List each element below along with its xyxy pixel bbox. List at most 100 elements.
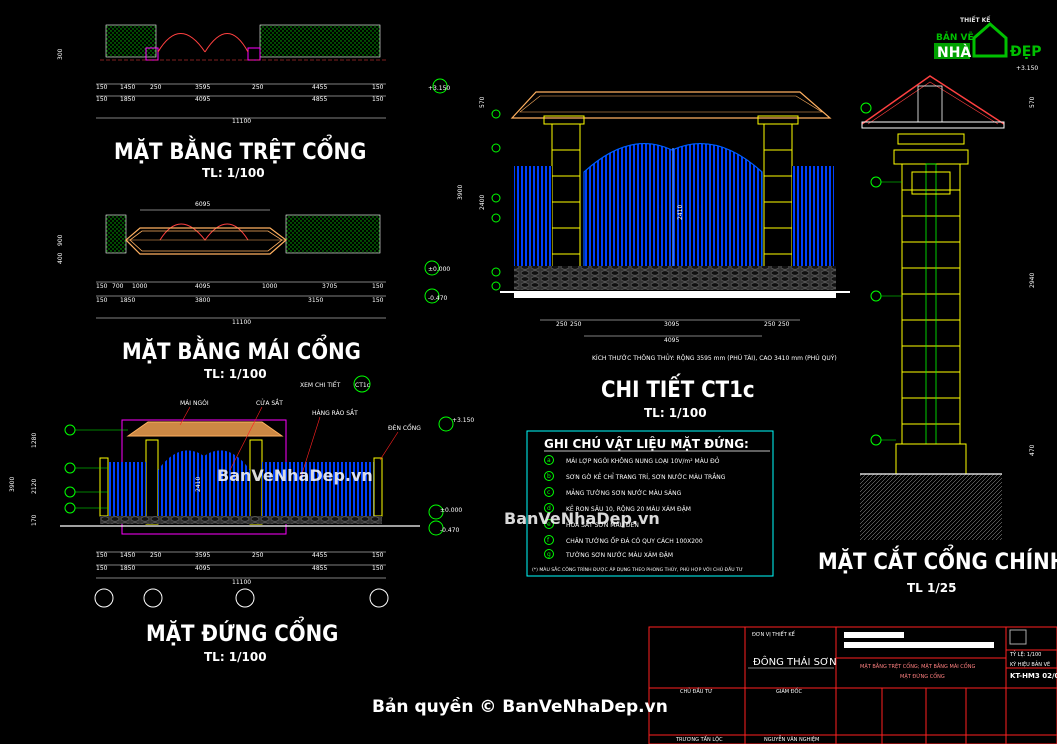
svg-text:c: c	[547, 489, 550, 496]
svg-text:+3.150: +3.150	[1016, 65, 1038, 72]
svg-text:GIÁM ĐỐC: GIÁM ĐỐC	[776, 687, 802, 695]
svg-text:150: 150	[372, 283, 384, 290]
svg-text:NGUYỄN VĂN NGHIỆM: NGUYỄN VĂN NGHIỆM	[764, 735, 819, 743]
svg-text:±0.000: ±0.000	[440, 507, 462, 514]
svg-text:3900: 3900	[9, 477, 16, 492]
svg-text:TƯỜNG SƠN NƯỚC MÀU XÁM ĐẬM: TƯỜNG SƠN NƯỚC MÀU XÁM ĐẬM	[565, 552, 673, 559]
svg-text:250: 250	[150, 84, 162, 91]
svg-text:GHI CHÚ VẬT LIỆU MẶT ĐỨNG:: GHI CHÚ VẬT LIỆU MẶT ĐỨNG:	[544, 436, 749, 451]
svg-text:+3.150: +3.150	[452, 417, 474, 424]
brand-logo: THIẾT KẾ BẢN VẼ NHÀ ĐẸP	[934, 16, 1042, 61]
svg-text:f: f	[547, 537, 550, 544]
svg-text:NHÀ: NHÀ	[937, 44, 971, 61]
svg-text:-0.470: -0.470	[440, 527, 460, 534]
svg-text:150: 150	[372, 297, 384, 304]
section-bubbles	[860, 102, 902, 446]
svg-text:a: a	[547, 457, 551, 464]
svg-text:250: 250	[150, 552, 162, 559]
svg-text:d: d	[547, 505, 551, 512]
front-elevation: 2410 150 1450 250 3595 250 4455 150 150 …	[9, 375, 474, 664]
gate-section: 570 2940 470 +3.150 MẶT CẮT CỔNG CHÍNH T…	[818, 65, 1057, 595]
svg-text:CHÂN TƯỜNG ỐP ĐÁ CÓ QUY CÁCH 1: CHÂN TƯỜNG ỐP ĐÁ CÓ QUY CÁCH 100X200	[566, 537, 703, 545]
svg-text:11100: 11100	[232, 319, 251, 326]
elevation-title: MẶT ĐỨNG CỔNG	[146, 617, 338, 647]
svg-text:THIẾT KẾ: THIẾT KẾ	[960, 16, 991, 24]
svg-text:1850: 1850	[120, 297, 135, 304]
svg-text:KÍCH THƯỚC THÔNG THỦY: RỘNG 35: KÍCH THƯỚC THÔNG THỦY: RỘNG 3595 mm (PHÚ…	[592, 354, 837, 362]
svg-text:900: 900	[57, 234, 64, 246]
svg-text:MẢNG TƯỜNG SƠN NƯỚC MÀU SÁNG: MẢNG TƯỜNG SƠN NƯỚC MÀU SÁNG	[566, 489, 682, 497]
plan-roof-scale: TL: 1/100	[204, 367, 267, 381]
svg-text:3705: 3705	[322, 283, 337, 290]
svg-text:(*) MÀU SẮC CÔNG TRÌNH ĐƯỢC ÁP: (*) MÀU SẮC CÔNG TRÌNH ĐƯỢC ÁP DỤNG THEO…	[532, 565, 743, 573]
svg-text:11100: 11100	[232, 118, 251, 125]
svg-text:4095: 4095	[195, 96, 210, 103]
svg-text:470: 470	[1029, 444, 1036, 456]
svg-text:b: b	[547, 473, 551, 480]
svg-text:150: 150	[372, 84, 384, 91]
svg-text:1000: 1000	[262, 283, 277, 290]
svg-text:4455: 4455	[312, 552, 327, 559]
svg-text:KT-HM3 02/03: KT-HM3 02/03	[1010, 672, 1057, 680]
svg-text:2410: 2410	[195, 477, 202, 492]
svg-text:150: 150	[96, 84, 108, 91]
svg-text:250: 250	[570, 321, 582, 328]
svg-text:3595: 3595	[195, 84, 210, 91]
svg-text:150: 150	[96, 565, 108, 572]
svg-text:HOA SẮT SƠN MÀU ĐEN: HOA SẮT SƠN MÀU ĐEN	[566, 521, 639, 529]
svg-text:700: 700	[112, 283, 124, 290]
svg-text:1450: 1450	[120, 84, 135, 91]
svg-text:3800: 3800	[195, 297, 210, 304]
svg-text:250: 250	[556, 321, 568, 328]
svg-text:SƠN GỜ KẺ CHỈ TRANG TRÍ, SƠN N: SƠN GỜ KẺ CHỈ TRANG TRÍ, SƠN NƯỚC MÀU TR…	[566, 473, 726, 481]
svg-text:4455: 4455	[312, 84, 327, 91]
svg-text:ĐẸP: ĐẸP	[1010, 44, 1042, 60]
svg-text:3150: 3150	[308, 297, 323, 304]
svg-text:1850: 1850	[120, 565, 135, 572]
copyright-watermark: Bản quyền © BanVeNhaDep.vn	[372, 696, 668, 717]
svg-text:±0.000: ±0.000	[428, 266, 450, 273]
title-block: ĐƠN VỊ THIẾT KẾ ĐÔNG THÁI SƠN MẶT BẰNG T…	[648, 626, 1057, 744]
svg-text:3900: 3900	[457, 185, 464, 200]
svg-text:TỶ LỆ: 1/100: TỶ LỆ: 1/100	[1009, 650, 1041, 658]
svg-text:150: 150	[96, 283, 108, 290]
svg-text:HÀNG RÀO SẮT: HÀNG RÀO SẮT	[312, 409, 358, 417]
svg-text:ĐÈN CỔNG: ĐÈN CỔNG	[388, 424, 421, 432]
svg-text:2400: 2400	[479, 195, 486, 210]
section-title: MẶT CẮT CỔNG CHÍNH	[818, 545, 1057, 575]
material-legend: GHI CHÚ VẬT LIỆU MẶT ĐỨNG: a MÁI LỢP NGÓ…	[526, 430, 774, 577]
watermark-elevation: BanVeNhaDep.vn	[217, 466, 373, 485]
svg-text:250: 250	[778, 321, 790, 328]
svg-text:570: 570	[479, 96, 486, 108]
svg-text:2940: 2940	[1029, 273, 1036, 288]
svg-text:400: 400	[57, 252, 64, 264]
svg-text:-0.470: -0.470	[428, 295, 448, 302]
svg-text:250: 250	[252, 84, 264, 91]
svg-text:1280: 1280	[31, 433, 38, 448]
svg-text:4095: 4095	[195, 283, 210, 290]
ground-plan: 150 1450 250 3595 250 4455 150 150 1850 …	[57, 24, 386, 180]
svg-text:BẢN VẼ: BẢN VẼ	[936, 31, 974, 43]
svg-text:300: 300	[57, 48, 64, 60]
svg-text:2410: 2410	[677, 205, 684, 220]
svg-text:1450: 1450	[120, 552, 135, 559]
plan-ground-scale: TL: 1/100	[202, 166, 265, 180]
svg-text:2120: 2120	[31, 479, 38, 494]
svg-text:3595: 3595	[195, 552, 210, 559]
elevation-scale: TL: 1/100	[204, 650, 267, 664]
plan-ground-title: MẶT BẰNG TRỆT CỔNG	[114, 135, 366, 165]
detail-title: CHI TIẾT CT1c	[601, 374, 755, 403]
svg-text:170: 170	[31, 514, 38, 526]
plan-roof-title: MẶT BẰNG MÁI CỔNG	[122, 335, 361, 365]
section-scale: TL 1/25	[907, 581, 956, 595]
detail-bubbles	[491, 109, 501, 291]
svg-text:TRƯƠNG TẤN LỘC: TRƯƠNG TẤN LỘC	[675, 735, 723, 743]
gate-detail: 2410 250 250 3095 250 250 4095 570 3900 …	[424, 78, 850, 420]
svg-text:+3.150: +3.150	[428, 85, 450, 92]
svg-text:e: e	[547, 521, 551, 528]
svg-text:MÁI NGÓI: MÁI NGÓI	[180, 400, 209, 407]
svg-text:4095: 4095	[664, 337, 679, 344]
svg-text:1850: 1850	[120, 96, 135, 103]
svg-text:150: 150	[372, 565, 384, 572]
